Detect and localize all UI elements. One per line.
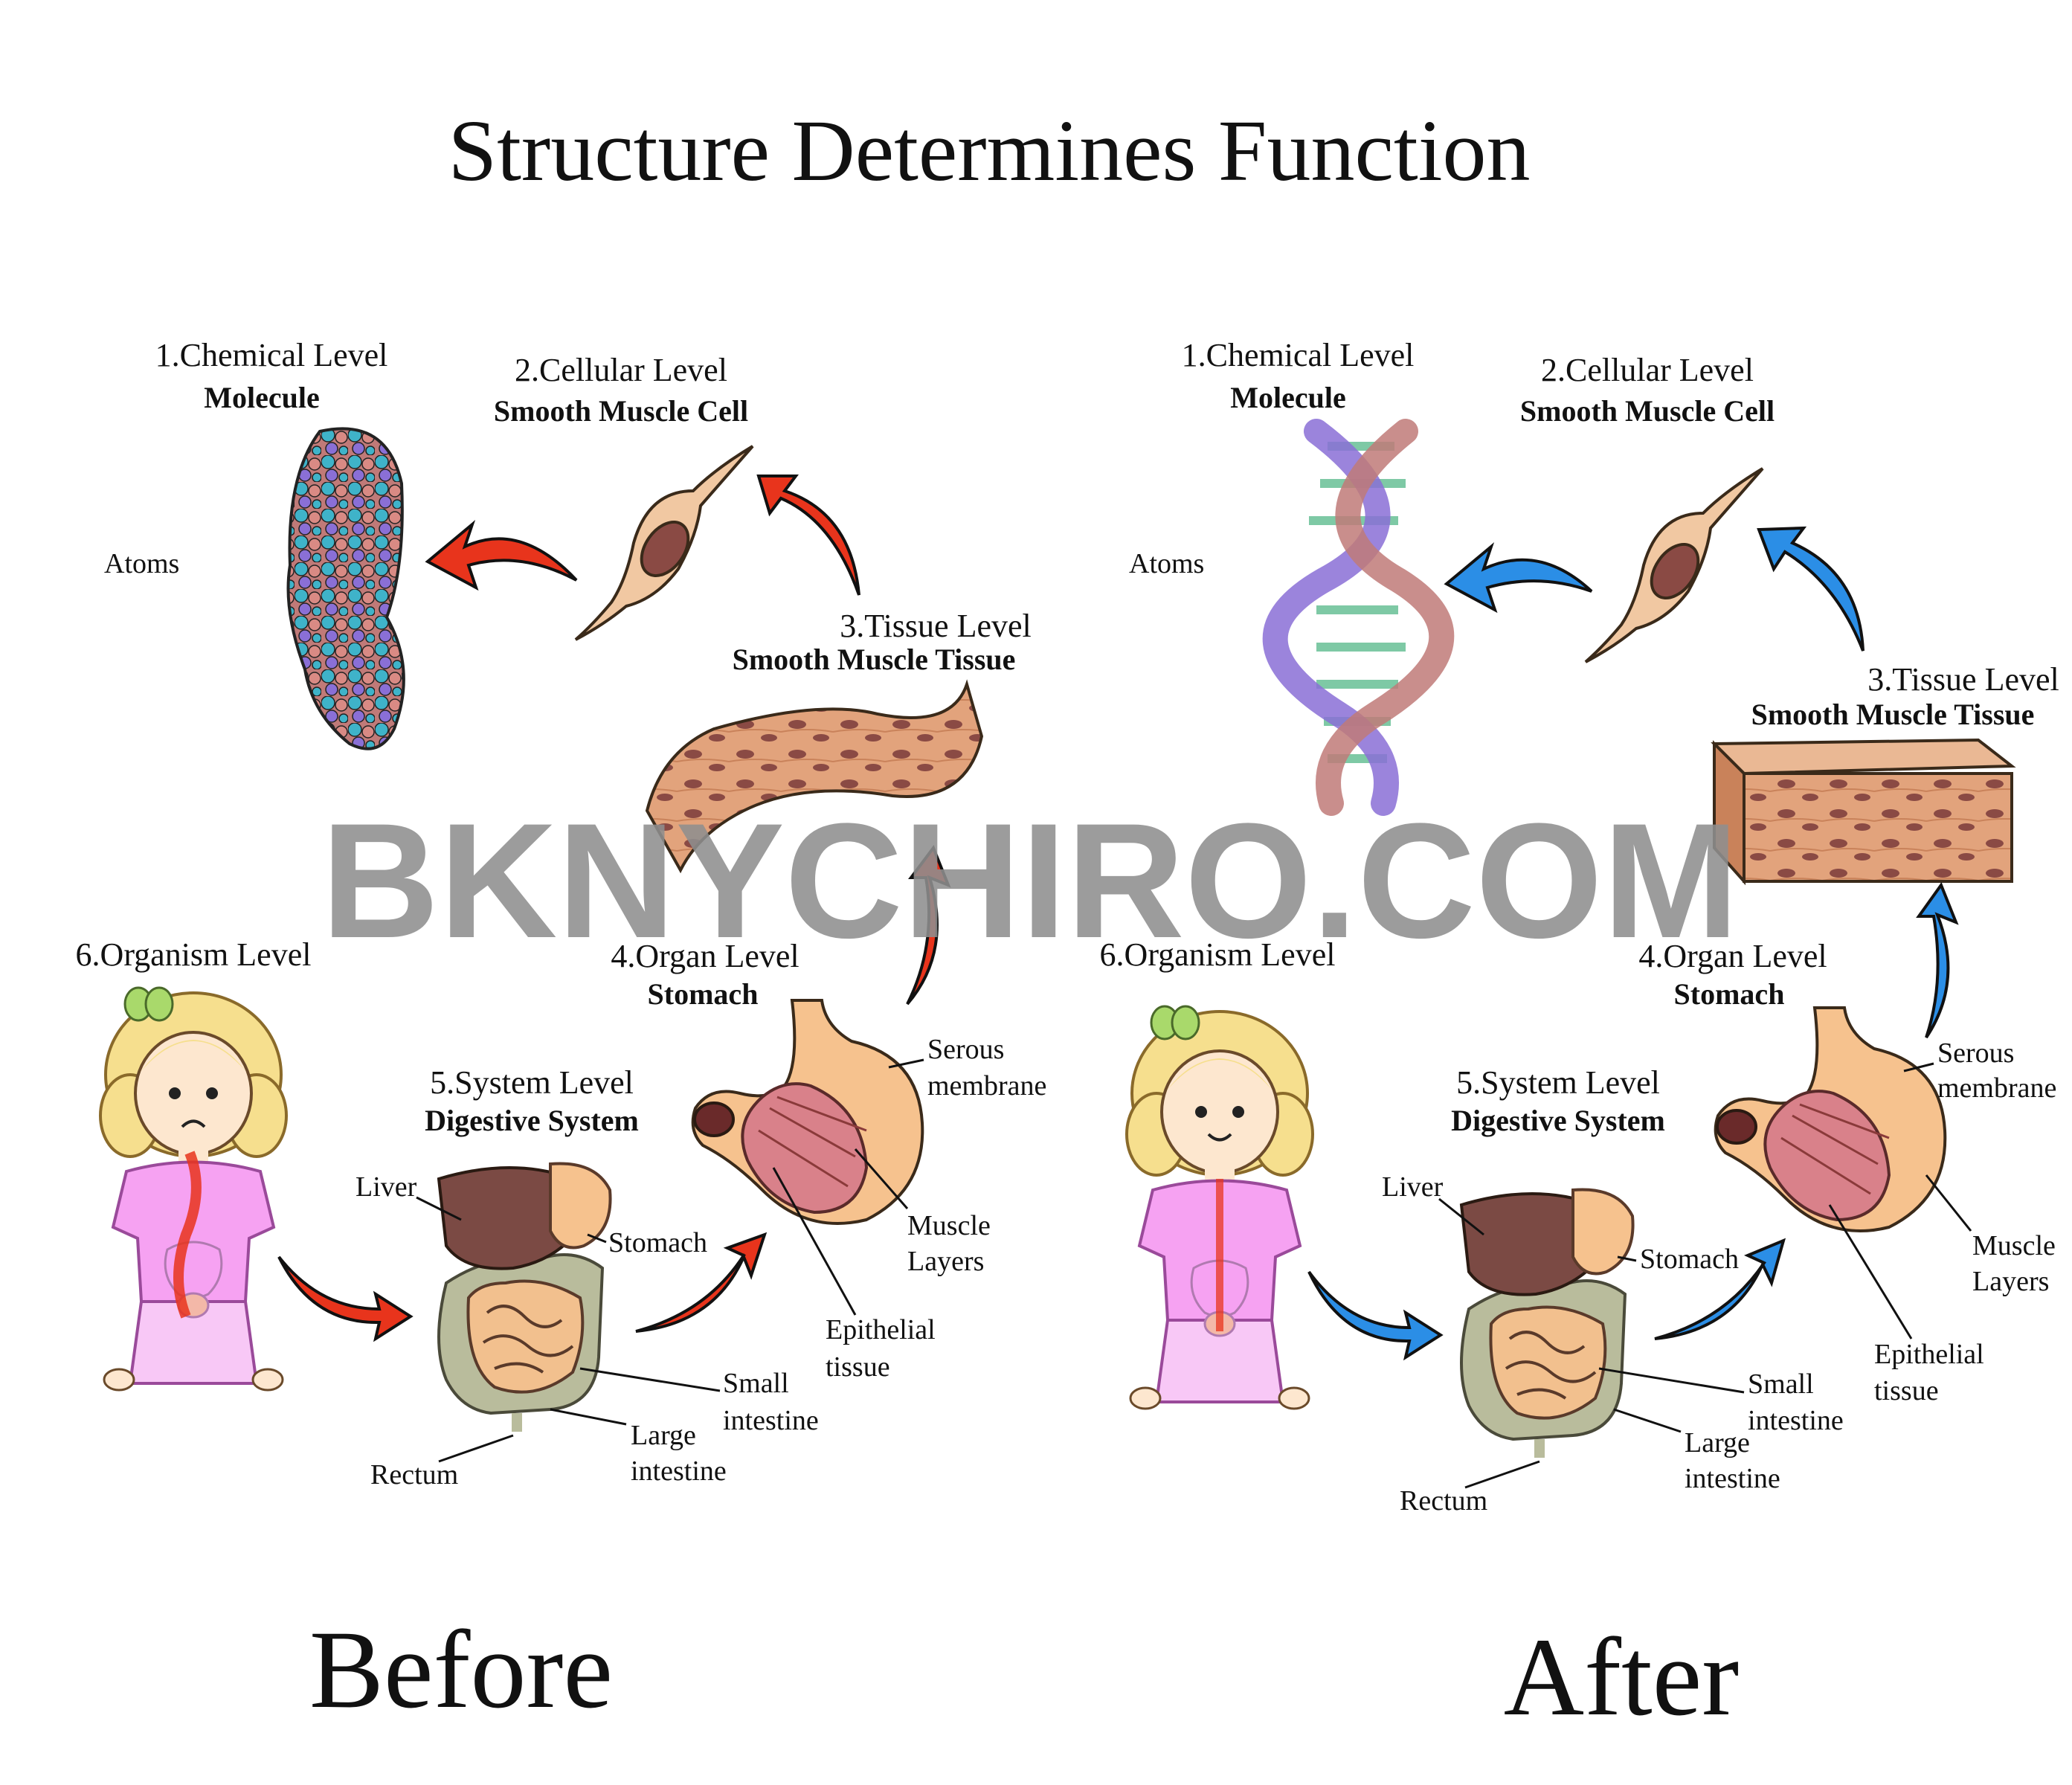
- before-rectum-label: Rectum: [370, 1459, 458, 1490]
- after-label: After: [1504, 1615, 1739, 1739]
- after-dna-helix: [1262, 419, 1455, 816]
- after-arrow-cell-to-molecule: [1444, 541, 1593, 614]
- before-digestive-system-label: Digestive System: [425, 1104, 639, 1137]
- after-arrow-stomach-to-tissue: [1916, 881, 1959, 1039]
- after-system-level-label: 5.System Level: [1456, 1064, 1660, 1101]
- after-organism-level-label: 6.Organism Level: [1100, 936, 1336, 973]
- after-serous-label: Serous: [1937, 1038, 2014, 1069]
- before-membrane-label: membrane: [927, 1070, 1046, 1101]
- before-smooth-muscle-tissue-label: Smooth Muscle Tissue: [733, 643, 1016, 676]
- before-small-intestine-label: intestine: [723, 1405, 819, 1436]
- before-cellular-level: 2.Cellular Level Smooth Muscle Cell: [494, 352, 754, 641]
- before-tissue-level: 3.Tissue Level Smooth Muscle Tissue: [645, 608, 1032, 874]
- before-arrow-cell-to-molecule: [425, 519, 578, 591]
- before-organ-level-label: 4.Organ Level: [611, 938, 799, 974]
- after-chemical-level: 1.Chemical Level Molecule Atoms: [1129, 337, 1455, 816]
- before-inflamed-spine: [173, 1151, 202, 1319]
- after-system-level: 5.System Level Digestive System Liver St…: [1382, 1064, 1844, 1517]
- before-small-label: Small: [723, 1368, 789, 1399]
- before-arrows: [277, 475, 951, 1342]
- before-smooth-muscle-cell: [574, 445, 754, 641]
- before-chemical-level: 1.Chemical Level Molecule Atoms: [104, 337, 405, 750]
- before-layers-label: Layers: [907, 1246, 984, 1277]
- before-molecule-blob: [286, 427, 405, 750]
- before-system-level-label: 5.System Level: [430, 1064, 634, 1101]
- after-muscle-label: Muscle: [1972, 1230, 2056, 1261]
- after-tissue-level-label: 3.Tissue Level: [1867, 661, 2059, 698]
- before-organ-level: 4.Organ Level Stomach Serous membrane Mu…: [611, 938, 1046, 1383]
- after-tissue-part-label: tissue: [1874, 1375, 1939, 1406]
- after-layers-label: Layers: [1972, 1266, 2049, 1297]
- after-smooth-muscle-cell-label: Smooth Muscle Cell: [1520, 394, 1775, 428]
- before-stomach-organ: [691, 999, 924, 1225]
- after-stomach-organ: [1714, 1006, 1947, 1232]
- after-happy-mouth: [1207, 1133, 1232, 1142]
- after-digestive-system: [1461, 1189, 1633, 1458]
- before-atoms-label: Atoms: [104, 548, 179, 579]
- before-smooth-muscle-cell-label: Smooth Muscle Cell: [494, 394, 748, 428]
- after-stomach-part-label: Stomach: [1640, 1244, 1739, 1275]
- before-system-level: 5.System Level Digestive System Liver St…: [355, 1064, 819, 1490]
- after-organ-level: 4.Organ Level Stomach Serous membrane Mu…: [1638, 938, 2056, 1406]
- after-smooth-muscle-tissue-label: Smooth Muscle Tissue: [1751, 698, 2035, 731]
- before-arrow-tissue-to-cell: [756, 475, 860, 596]
- after-stomach-label: Stomach: [1674, 977, 1785, 1011]
- after-small-label: Small: [1748, 1368, 1814, 1400]
- before-large-intestine-label: intestine: [631, 1456, 727, 1487]
- after-smooth-muscle-tissue: [1711, 738, 2016, 886]
- after-arrows: [1307, 526, 1959, 1361]
- before-panel: 1.Chemical Level Molecule Atoms 2.Cellul…: [76, 337, 1047, 1731]
- after-liver-label: Liver: [1382, 1171, 1444, 1203]
- after-epithelial-label: Epithelial: [1874, 1339, 1984, 1370]
- before-cellular-level-label: 2.Cellular Level: [515, 352, 727, 388]
- before-liver-label: Liver: [355, 1171, 417, 1203]
- after-cellular-level: 2.Cellular Level Smooth Muscle Cell: [1520, 352, 1775, 663]
- after-smooth-muscle-cell: [1584, 467, 1764, 663]
- before-smooth-muscle-tissue: [645, 679, 984, 874]
- before-organism-level-label: 6.Organism Level: [76, 936, 312, 973]
- before-stomach-part-label: Stomach: [608, 1227, 707, 1258]
- before-molecule-label: Molecule: [204, 381, 320, 414]
- before-chemical-level-label: 1.Chemical Level: [155, 337, 388, 373]
- before-tissue-part-label: tissue: [826, 1351, 890, 1383]
- before-serous-label: Serous: [927, 1034, 1004, 1065]
- after-tissue-level: 3.Tissue Level Smooth Muscle Tissue: [1711, 661, 2059, 886]
- after-arrow-system-to-stomach: [1654, 1238, 1786, 1340]
- diagram-title: Structure Determines Function: [448, 102, 1530, 199]
- after-cellular-level-label: 2.Cellular Level: [1541, 352, 1754, 388]
- after-molecule-label: Molecule: [1230, 381, 1346, 414]
- after-arrow-organism-to-system: [1307, 1270, 1444, 1361]
- before-sad-mouth: [181, 1119, 206, 1128]
- after-organism-level: 6.Organism Level: [1100, 936, 1336, 1410]
- after-large-label: Large: [1685, 1427, 1750, 1458]
- before-organism-level: 6.Organism Level: [76, 936, 312, 1392]
- before-stomach-label: Stomach: [648, 977, 759, 1011]
- after-organ-level-label: 4.Organ Level: [1638, 938, 1827, 974]
- after-atoms-label: Atoms: [1129, 548, 1204, 579]
- before-arrow-organism-to-system: [277, 1255, 414, 1342]
- after-arrow-tissue-to-cell: [1757, 526, 1865, 652]
- after-digestive-system-label: Digestive System: [1451, 1104, 1665, 1137]
- before-digestive-system: [439, 1163, 611, 1432]
- after-large-intestine-label: intestine: [1685, 1463, 1780, 1494]
- before-tissue-level-label: 3.Tissue Level: [840, 608, 1032, 644]
- after-panel: 1.Chemical Level Molecule Atoms 2.Cellul…: [1100, 337, 2059, 1739]
- after-rectum-label: Rectum: [1400, 1485, 1487, 1517]
- before-arrow-system-to-stomach: [635, 1232, 768, 1333]
- before-arrow-stomach-to-tissue: [906, 844, 951, 1006]
- watermark: BKNYCHIRO.COM: [321, 789, 1740, 972]
- after-small-intestine-label: intestine: [1748, 1405, 1844, 1436]
- before-label: Before: [309, 1608, 613, 1731]
- before-epithelial-label: Epithelial: [826, 1314, 936, 1345]
- before-large-label: Large: [631, 1420, 696, 1451]
- after-membrane-label: membrane: [1937, 1072, 2056, 1104]
- after-chemical-level-label: 1.Chemical Level: [1182, 337, 1415, 373]
- before-muscle-label: Muscle: [907, 1210, 991, 1241]
